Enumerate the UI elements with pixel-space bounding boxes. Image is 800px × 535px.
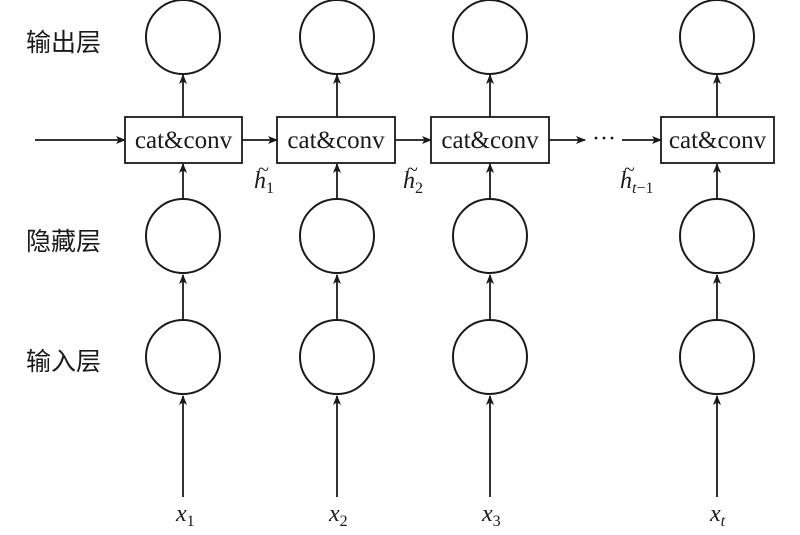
- input-node-1: [145, 319, 221, 395]
- svg-text:ht−1: ht−1: [620, 168, 653, 197]
- cat-conv-label-3: cat&conv: [441, 127, 539, 154]
- state-label-2: ~ h2: [403, 159, 423, 197]
- input-label-t: xt: [709, 501, 726, 530]
- input-label-3: x3: [481, 501, 501, 530]
- hidden-node-1: [145, 198, 221, 274]
- input-base: x: [328, 501, 340, 527]
- state-subscript: 2: [415, 180, 423, 197]
- column-t: cat&conv: [660, 0, 775, 497]
- input-node-3: [452, 319, 528, 395]
- state-base: h: [403, 168, 415, 194]
- column-3: cat&conv: [430, 0, 550, 497]
- cat-conv-label-1: cat&conv: [135, 127, 233, 154]
- input-subscript-var: t: [721, 513, 726, 530]
- input-label-1: x1: [175, 501, 195, 530]
- input-base: x: [175, 501, 187, 527]
- hidden-layer-label: 隐藏层: [26, 227, 101, 256]
- state-base: h: [620, 168, 632, 194]
- hidden-node-3: [452, 198, 528, 274]
- output-layer-label: 输出层: [26, 28, 101, 57]
- cat-conv-label-2: cat&conv: [287, 127, 385, 154]
- output-node-t: [679, 0, 755, 75]
- tilde-mark: ~: [258, 159, 269, 181]
- tilde-mark: ~: [624, 159, 635, 181]
- svg-text:h1: h1: [254, 168, 274, 197]
- input-base: x: [709, 501, 721, 527]
- state-label-t-minus-1: ~ ht−1: [620, 159, 653, 197]
- column-1: cat&conv: [124, 0, 243, 497]
- input-subscript: 1: [187, 513, 195, 530]
- state-subscript: 1: [266, 180, 274, 197]
- column-2: cat&conv: [276, 0, 396, 497]
- input-node-2: [299, 319, 375, 395]
- hidden-node-t: [679, 198, 755, 274]
- state-subscript-tail: −1: [636, 180, 653, 197]
- input-subscript: 2: [340, 513, 348, 530]
- input-node-t: [679, 319, 755, 395]
- state-subscript-var: t: [632, 180, 637, 197]
- cat-conv-label-t: cat&conv: [669, 127, 767, 154]
- svg-text:h2: h2: [403, 168, 423, 197]
- hidden-node-2: [299, 198, 375, 274]
- ellipsis: ···: [592, 126, 616, 152]
- state-base: h: [254, 168, 266, 194]
- tilde-mark: ~: [407, 159, 418, 181]
- input-subscript: 3: [493, 513, 501, 530]
- output-node-1: [145, 0, 221, 75]
- output-node-2: [299, 0, 375, 75]
- input-label-2: x2: [328, 501, 348, 530]
- output-node-3: [452, 0, 528, 75]
- input-base: x: [481, 501, 493, 527]
- input-layer-label: 输入层: [26, 347, 101, 376]
- state-label-1: ~ h1: [254, 159, 274, 197]
